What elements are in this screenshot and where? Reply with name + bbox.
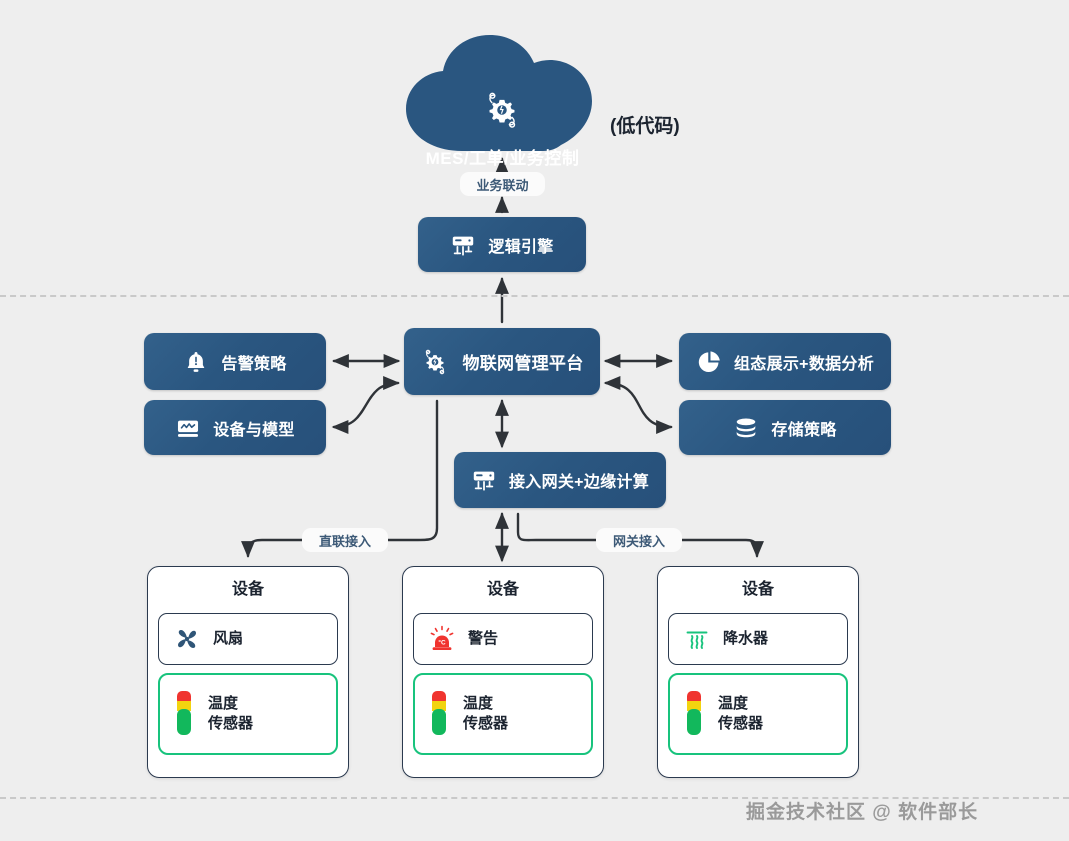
node-device-model[interactable]: 设备与模型 [144,400,326,455]
device-item-fan[interactable]: 风扇 [158,613,338,665]
device-card-title: 设备 [741,581,774,598]
divider-bottom [0,797,1069,799]
database-icon [737,418,756,437]
iot-gear-icon [489,92,516,128]
device-item-temperature-sensor[interactable]: 温度 传感器 [158,673,338,755]
device-card-title: 设备 [486,581,519,598]
edge-label-gateway-access: 网关接入 [596,528,682,552]
device-item-label: 风扇 [213,629,244,647]
sprinkler-icon [686,631,708,649]
device-card[interactable]: 设备 °C 警告 温度 传感器 [402,566,604,778]
node-storage-policy[interactable]: 存储策略 [679,400,891,455]
edge-label-business-link: 业务联动 [460,172,545,196]
temperature-sensor-icon [687,691,701,735]
svg-text:°C: °C [438,639,446,647]
device-item-temperature-sensor[interactable]: 温度 传感器 [668,673,848,755]
device-item-label: 温度 传感器 [463,694,509,732]
edge-label-direct-access: 直联接入 [302,528,388,552]
device-card[interactable]: 设备 风扇 温度 传感器 [147,566,349,778]
node-label: 告警策略 [221,355,287,373]
node-label: 设备与模型 [213,421,295,439]
temperature-sensor-icon [432,691,446,735]
device-item-label: 警告 [468,629,499,647]
node-label: 存储策略 [771,421,837,439]
device-item-label: 温度 传感器 [208,694,254,732]
device-model-icon [178,420,199,437]
gateway-icon [473,471,495,491]
alarm-siren-icon: °C [430,625,454,650]
iot-gear-icon [426,349,445,374]
device-item-alarm[interactable]: °C 警告 [413,613,593,665]
cloud-shape [406,35,592,151]
device-item-label: 降水器 [723,629,769,647]
device-card[interactable]: 设备 降水器 温度 传感器 [657,566,859,778]
device-item-sprinkler[interactable]: 降水器 [668,613,848,665]
pie-chart-icon [698,350,720,372]
node-logic-engine[interactable]: 逻辑引擎 [418,217,586,272]
node-label: 物联网管理平台 [462,354,584,373]
divider-top [0,295,1069,297]
cloud-label: MES/工单/业务控制 [425,149,580,168]
node-edge-gateway[interactable]: 接入网关+边缘计算 [454,452,666,508]
node-label: 逻辑引擎 [488,238,554,256]
temperature-sensor-icon [177,691,191,735]
node-label: 组态展示+数据分析 [733,355,875,373]
cloud-mes-node[interactable]: MES/工单/业务控制 [400,33,605,168]
node-label: 接入网关+边缘计算 [508,474,650,491]
fan-icon [178,630,196,648]
watermark: 掘金技术社区 @ 软件部长 [746,802,979,823]
device-item-temperature-sensor[interactable]: 温度 传感器 [413,673,593,755]
device-item-label: 温度 传感器 [718,694,764,732]
gateway-icon [453,236,474,256]
node-alarm-policy[interactable]: 告警策略 [144,333,326,390]
lowcode-annotation: (低代码) [610,116,680,137]
node-scada-analytics[interactable]: 组态展示+数据分析 [679,333,891,390]
bell-icon [188,351,205,372]
node-iot-platform[interactable]: 物联网管理平台 [404,328,600,395]
device-card-title: 设备 [231,581,264,598]
